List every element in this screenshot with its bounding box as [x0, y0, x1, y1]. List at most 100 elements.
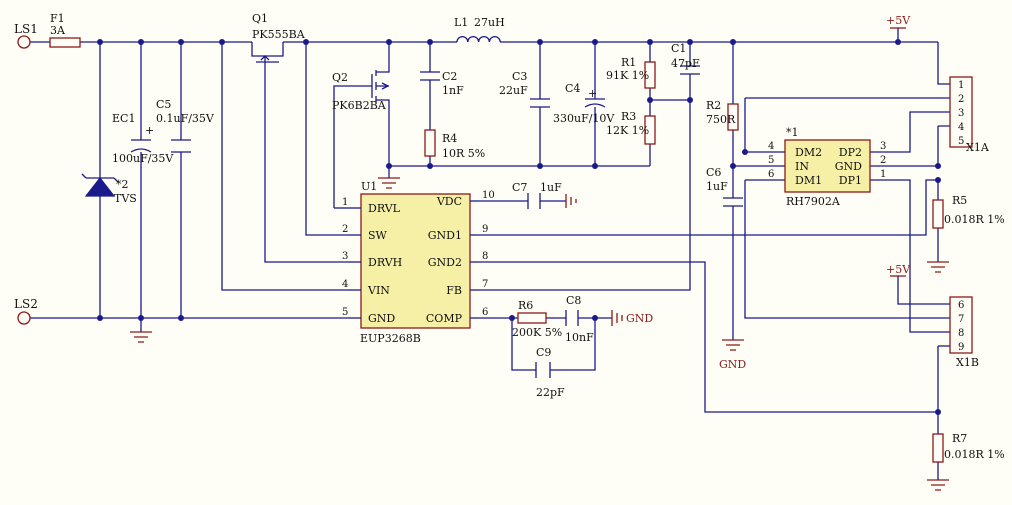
u1-pin-number: 4: [342, 279, 348, 290]
svg-text:330uF/10V: 330uF/10V: [553, 112, 615, 125]
x1a-pin-number: 3: [958, 108, 964, 119]
svg-text:1nF: 1nF: [442, 84, 464, 97]
svg-text:F1: F1: [50, 12, 65, 25]
svg-text:0.018R 1%: 0.018R 1%: [944, 448, 1005, 461]
capacitor-c4: + C4 330uF/10V: [553, 82, 615, 125]
svg-text:R4: R4: [442, 132, 457, 145]
svg-text:+5V: +5V: [886, 263, 911, 276]
resistor-r5: R5 0.018R 1%: [932, 194, 1005, 229]
rh-pin-number: 4: [768, 141, 774, 152]
resistor-r6: R6 200K 5%: [512, 299, 562, 339]
u1-pin-name: GND1: [428, 229, 462, 242]
svg-text:R1: R1: [621, 56, 636, 69]
u1-pin-number: 6: [482, 307, 488, 318]
svg-text:750R: 750R: [706, 113, 736, 126]
u1-pin-number: 1: [342, 197, 348, 208]
vcc-symbol-mid: +5V: [886, 263, 911, 277]
svg-text:200K 5%: 200K 5%: [512, 326, 562, 339]
ls2-label: LS2: [14, 297, 38, 311]
ground-symbol-q2: [378, 177, 400, 189]
rh-pin-number: 2: [880, 155, 886, 166]
u1-pin-number: 3: [342, 251, 348, 262]
svg-text:100uF/35V: 100uF/35V: [112, 152, 174, 165]
svg-text:*2: *2: [116, 178, 129, 191]
fuse-f1: F1 3A: [49, 12, 81, 48]
rh-pin-number: 6: [768, 169, 774, 180]
tvs-diode: *2 TVS: [81, 173, 137, 205]
u1-pin-name: FB: [446, 284, 462, 297]
rh-pin-name: DM2: [795, 146, 822, 159]
svg-text:PK555BA: PK555BA: [252, 28, 306, 41]
u1-pin-name: DRVL: [368, 202, 401, 215]
svg-text:C5: C5: [156, 98, 171, 111]
svg-text:3A: 3A: [50, 24, 66, 37]
svg-text:+: +: [145, 124, 154, 137]
svg-text:91K 1%: 91K 1%: [606, 69, 649, 82]
capacitor-ec1: + EC1 100uF/35V: [112, 112, 174, 165]
rh-pin-name: IN: [795, 160, 809, 173]
svg-text:R7: R7: [952, 432, 967, 445]
svg-text:C4: C4: [565, 82, 580, 95]
svg-text:TVS: TVS: [114, 192, 137, 205]
svg-text:10nF: 10nF: [565, 331, 594, 344]
resistor-r4: R4 10R 5%: [424, 129, 485, 160]
svg-text:X1B: X1B: [956, 356, 979, 369]
x1a-pin-number: 5: [958, 136, 964, 147]
svg-text:+5V: +5V: [886, 14, 911, 27]
u1-pin-name: GND: [368, 312, 395, 325]
svg-text:C7: C7: [512, 181, 527, 194]
resistor-r2: R2 750R: [706, 99, 739, 131]
svg-text:GND: GND: [626, 312, 653, 325]
ground-symbol-c6: GND: [719, 339, 746, 371]
ground-symbol-c8: GND: [611, 310, 653, 326]
capacitor-c6: C6 1uF: [706, 166, 743, 207]
u1-pin-name: VDC: [436, 195, 462, 208]
u1-pin-name: COMP: [426, 312, 463, 325]
capacitor-c9: C9 22pF: [535, 346, 565, 399]
x1a-pin-number: 4: [958, 122, 964, 133]
capacitor-c2: C2 1nF: [420, 70, 464, 97]
svg-text:C1: C1: [671, 42, 686, 55]
svg-text:L1: L1: [454, 16, 468, 29]
u1-pin-name: GND2: [428, 256, 462, 269]
rh-left-pins: 4 DM2 5 IN 6 DM1: [768, 141, 822, 187]
capacitor-c5: C5 0.1uF/35V: [156, 98, 215, 153]
ls1-terminal: LS1: [14, 22, 38, 49]
ground-symbol-r5: [927, 261, 949, 273]
rh-pin-name: DP2: [839, 146, 862, 159]
x1b-pin-number: 9: [958, 342, 964, 353]
svg-text:RH7902A: RH7902A: [786, 195, 841, 208]
svg-text:47pF: 47pF: [671, 57, 700, 70]
x1a-pin-number: 2: [958, 94, 964, 105]
rh-pin-number: 5: [768, 155, 774, 166]
x1b-pin-number: 7: [958, 314, 964, 325]
u1-pin-name: VIN: [367, 284, 390, 297]
rh-pin-name: DM1: [795, 174, 822, 187]
svg-text:Q1: Q1: [252, 12, 268, 25]
svg-text:GND: GND: [719, 358, 746, 371]
svg-text:C2: C2: [442, 70, 457, 83]
x1b-pin-number: 6: [958, 300, 964, 311]
svg-text:0.1uF/35V: 0.1uF/35V: [156, 112, 215, 125]
svg-text:1uF: 1uF: [540, 181, 562, 194]
svg-text:12K 1%: 12K 1%: [606, 124, 649, 137]
u1-pin-number: 10: [482, 190, 495, 201]
svg-text:PK6B2BA: PK6B2BA: [332, 99, 387, 112]
svg-text:22pF: 22pF: [536, 386, 565, 399]
svg-text:22uF: 22uF: [499, 84, 528, 97]
mosfet-q2: Q2 PK6B2BA: [332, 66, 390, 112]
resistor-r7: R7 0.018R 1%: [932, 432, 1005, 463]
capacitor-c1: C1 47pF: [671, 42, 700, 75]
svg-text:R6: R6: [518, 299, 533, 312]
svg-text:U1: U1: [361, 180, 377, 193]
wires: [30, 28, 950, 480]
svg-text:C8: C8: [566, 294, 581, 307]
ls2-terminal: LS2: [14, 297, 38, 325]
inductor-l1: L1 27uH: [454, 16, 505, 43]
svg-text:R2: R2: [706, 99, 721, 112]
svg-text:1uF: 1uF: [706, 180, 728, 193]
svg-text:27uH: 27uH: [474, 16, 505, 29]
capacitor-c8: C8 10nF: [565, 294, 594, 344]
